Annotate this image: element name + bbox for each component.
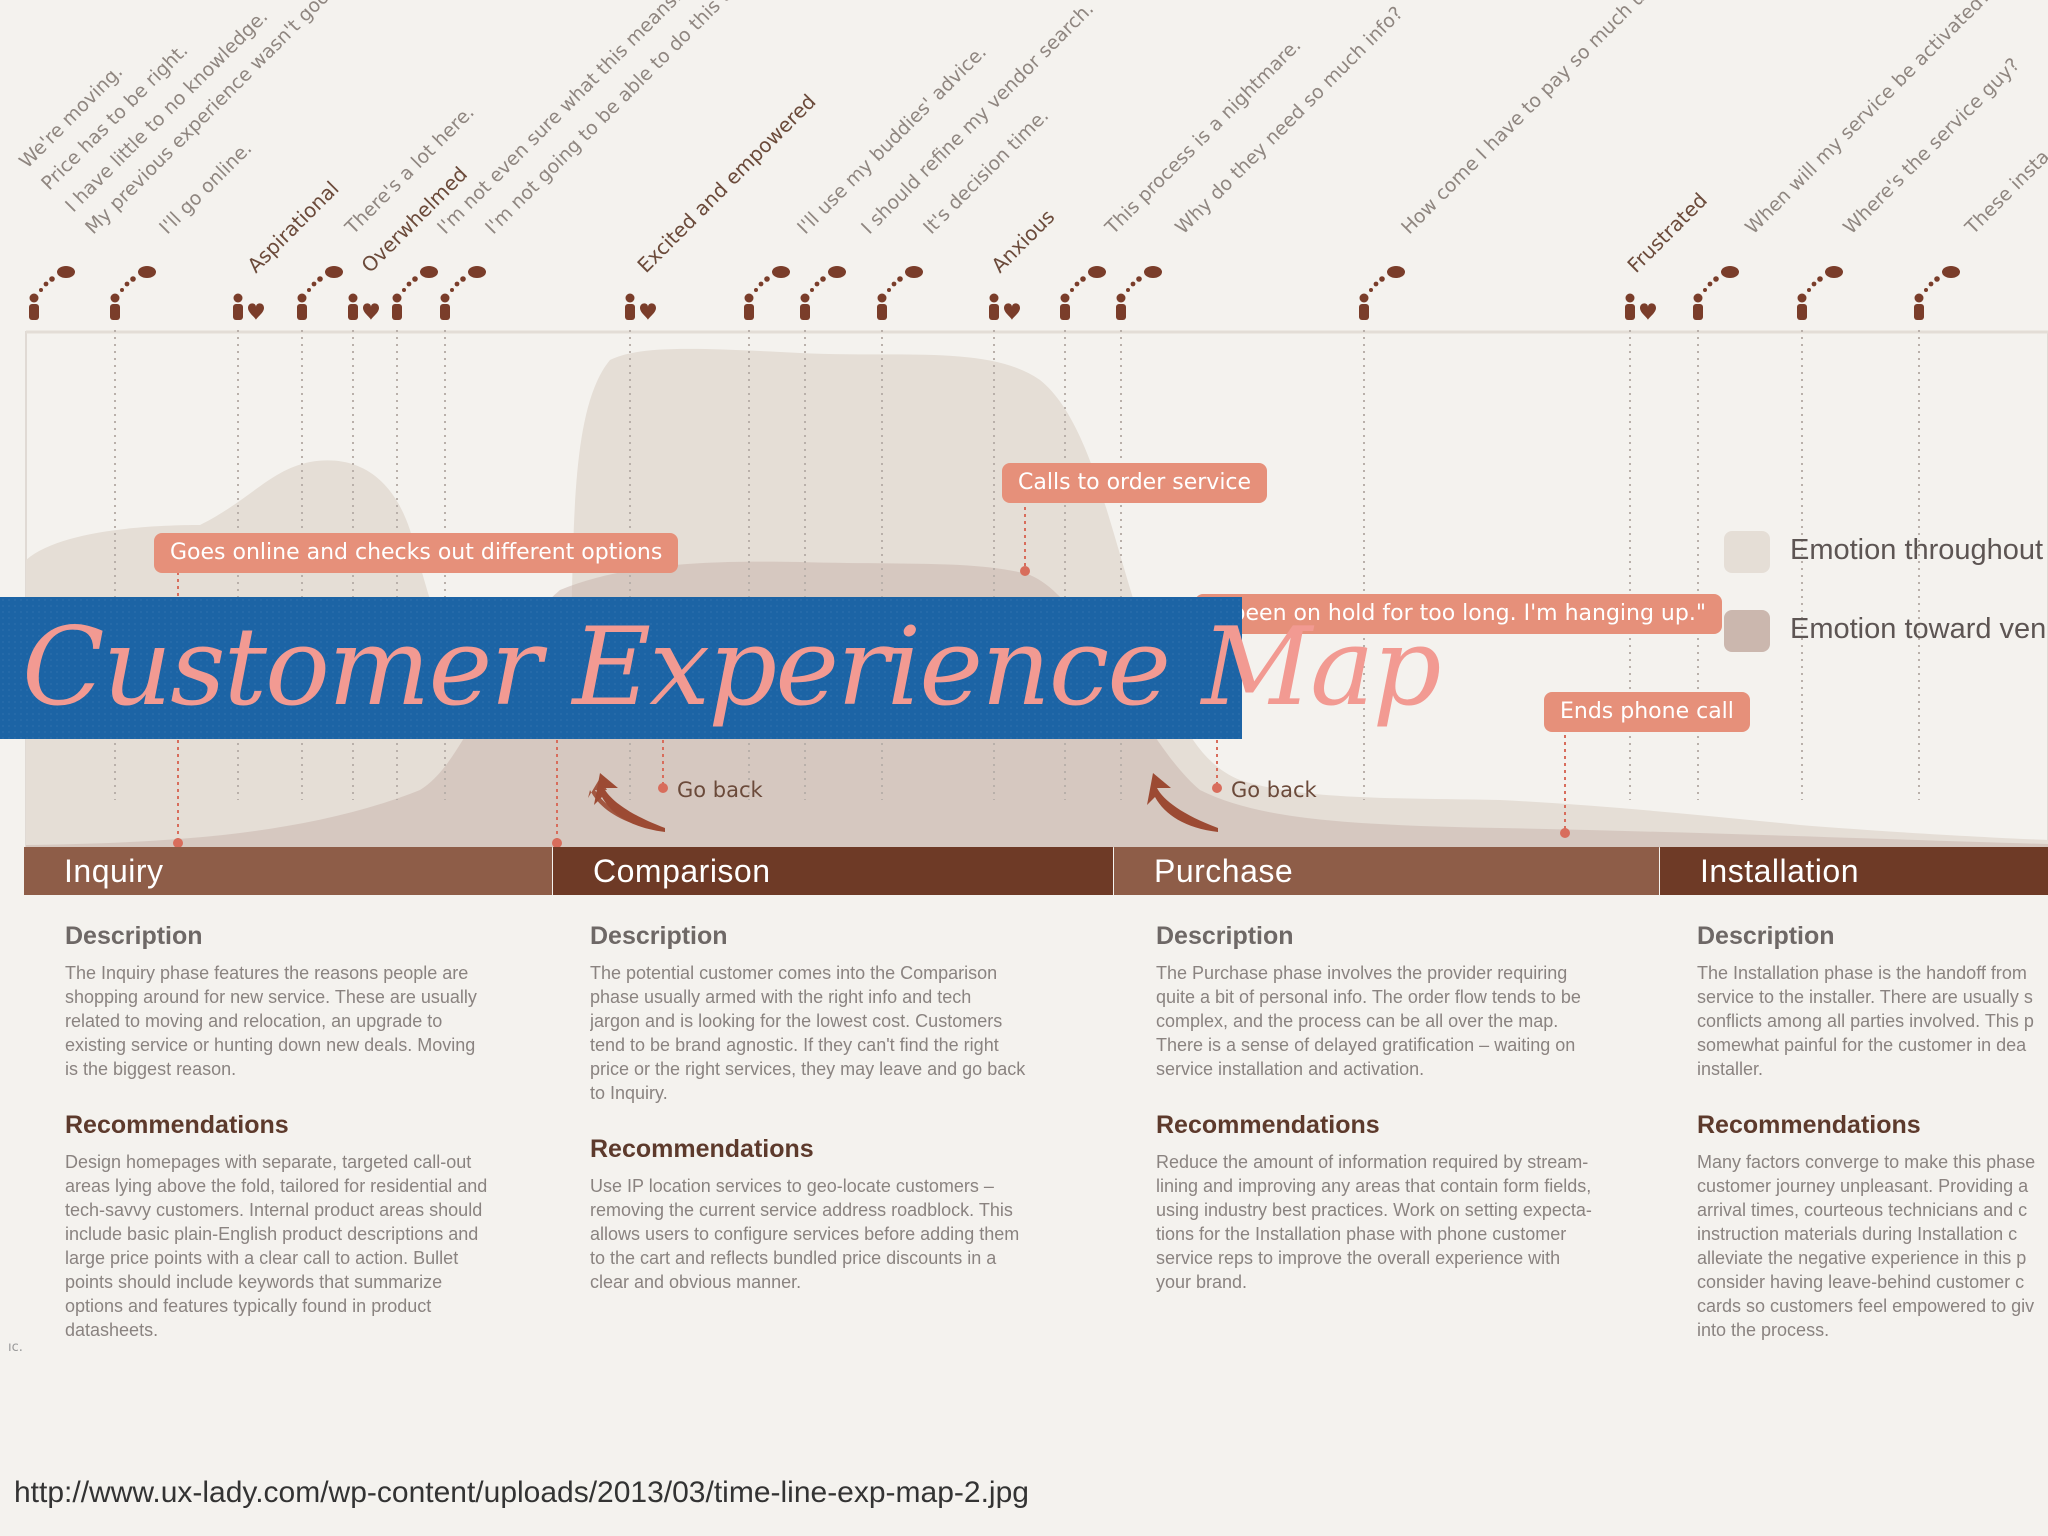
phase-header-installation: Installation — [1660, 847, 2048, 895]
phase-header-purchase: Purchase — [1114, 847, 1659, 895]
thinking-person-icon — [1693, 266, 1739, 320]
emotion-heart-icon — [1625, 293, 1656, 320]
go-back-label-comparison: Go back — [677, 778, 763, 802]
description-heading: Description — [590, 922, 728, 950]
thought-guide-lines — [114, 330, 1920, 800]
description-text: The Inquiry phase features the reasons p… — [65, 963, 477, 1079]
legend-label-vendor: Emotion toward ven — [1790, 613, 2047, 645]
recommendations-text: Use IP location services to geo-locate c… — [590, 1176, 1020, 1292]
legend-label-throughout: Emotion throughout — [1790, 534, 2044, 566]
go-back-label-purchase: Go back — [1231, 778, 1317, 802]
recommendations-text: Reduce the amount of information require… — [1156, 1152, 1592, 1292]
description-text: The Installation phase is the handoff fr… — [1697, 963, 2034, 1079]
thinking-person-icon — [877, 266, 923, 320]
callout-hanging-up: e been on hold for too long. I'm hanging… — [1195, 594, 1722, 634]
thinking-person-icon — [1116, 266, 1162, 320]
emotion-heart-icon — [233, 293, 264, 320]
go-back-arrow-comparison — [588, 773, 665, 832]
legend-swatch-throughout — [1724, 531, 1770, 573]
legend-swatch-vendor — [1724, 610, 1770, 652]
description-text: The Purchase phase involves the provider… — [1156, 963, 1581, 1079]
recommendations-heading: Recommendations — [65, 1111, 289, 1139]
go-back-arrow-purchase — [1147, 773, 1218, 832]
source-url: http://www.ux-lady.com/wp-content/upload… — [14, 1476, 1029, 1509]
thinking-person-icon — [1060, 266, 1106, 320]
description-heading: Description — [1697, 922, 1835, 950]
callout-calls-to-order: Calls to order service — [1002, 463, 1268, 503]
thinking-person-icon — [297, 266, 343, 320]
corner-mark: ıc. — [8, 1340, 23, 1355]
callout-goes-online: Goes online and checks out different opt… — [154, 533, 679, 573]
thinking-person-icon — [1797, 266, 1843, 320]
phase-column-inquiry: Description The Inquiry phase features t… — [65, 922, 535, 1342]
recommendations-heading: Recommendations — [1697, 1111, 1921, 1139]
phase-column-purchase: Description The Purchase phase involves … — [1156, 922, 1636, 1294]
description-heading: Description — [1156, 922, 1294, 950]
thinking-person-icon — [29, 266, 75, 320]
emotion-heart-icon — [625, 293, 656, 320]
callout-ends-phone-call: Ends phone call — [1544, 692, 1750, 732]
thinking-person-icon — [1359, 266, 1405, 320]
thinking-person-icon — [744, 266, 790, 320]
emotion-heart-icon — [989, 293, 1020, 320]
thinking-person-icon — [110, 266, 156, 320]
thinking-person-icon — [440, 266, 486, 320]
recommendations-text: Design homepages with separate, targeted… — [65, 1152, 488, 1340]
thinking-person-icon — [392, 266, 438, 320]
description-text: The potential customer comes into the Co… — [590, 963, 1026, 1103]
recommendations-heading: Recommendations — [590, 1135, 814, 1163]
phase-header-comparison: Comparison — [553, 847, 1113, 895]
description-heading: Description — [65, 922, 203, 950]
page-title: Customer Experience Map — [22, 605, 1442, 730]
phase-column-comparison: Description The potential customer comes… — [590, 922, 1070, 1294]
emotion-heart-icon — [348, 293, 379, 320]
phase-header-inquiry: Inquiry — [24, 847, 552, 895]
phase-column-installation: Description The Installation phase is th… — [1697, 922, 2048, 1342]
title-banner: Customer Experience Map — [0, 597, 1442, 739]
recommendations-heading: Recommendations — [1156, 1111, 1380, 1139]
thinking-person-icon — [800, 266, 846, 320]
thinking-person-icon — [1914, 266, 1960, 320]
callout-dots — [173, 566, 1570, 848]
recommendations-text: Many factors converge to make this phase… — [1697, 1152, 2036, 1340]
